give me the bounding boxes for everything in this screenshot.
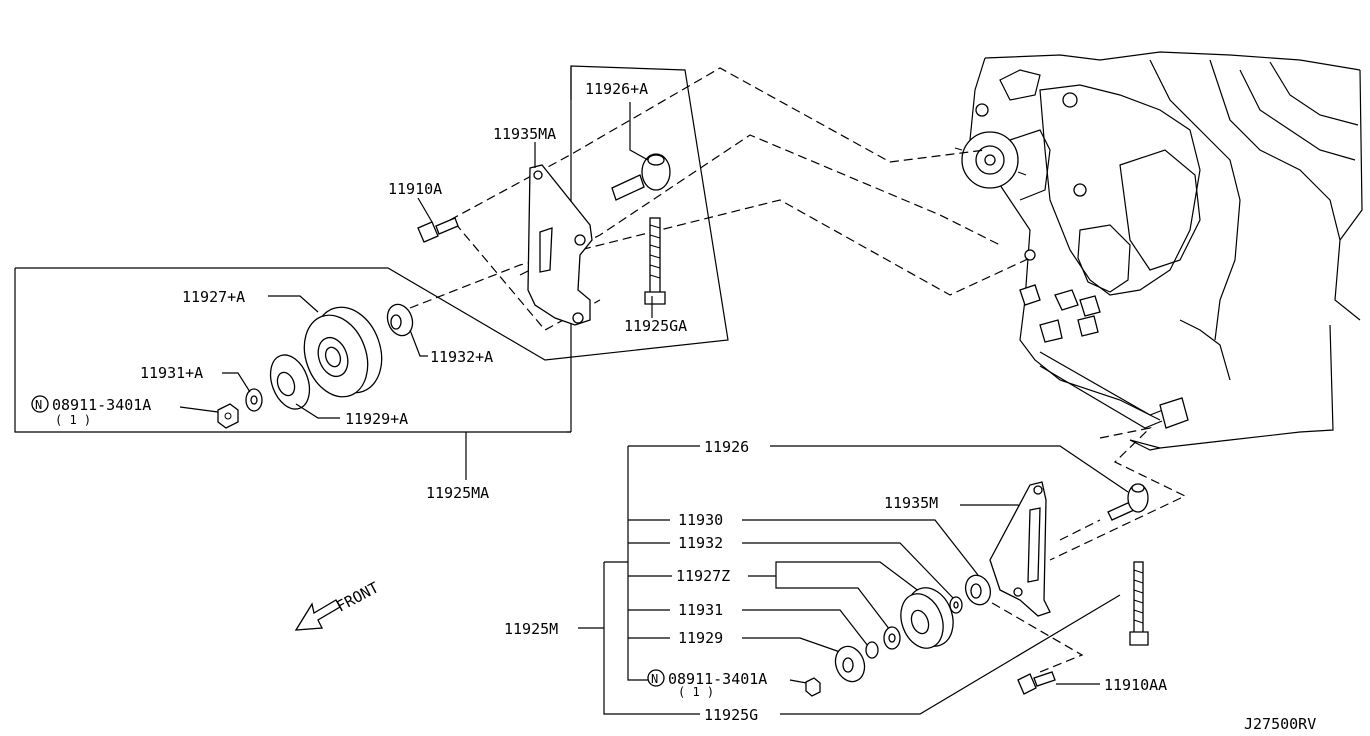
label-nut-code-upper: N — [35, 398, 42, 412]
label-11935M: 11935M — [884, 494, 938, 512]
engine-hub — [954, 129, 1051, 201]
label-11925M: 11925M — [504, 620, 558, 638]
stud-11926 — [1107, 483, 1149, 521]
long-bolt-11925G — [1129, 561, 1149, 646]
lower-assembly: 11926 11935M 11930 11932 11927Z 11931 11… — [504, 427, 1187, 724]
label-11910AA: 11910AA — [1104, 676, 1167, 694]
nut-08911-lower — [805, 677, 821, 697]
washer-11931A — [245, 388, 263, 412]
plate-11930 — [964, 574, 992, 606]
label-11926: 11926 — [704, 438, 749, 456]
label-nut-code-lower: N — [651, 672, 658, 686]
label-11925GA: 11925GA — [624, 317, 687, 335]
label-11926A: 11926+A — [585, 80, 648, 98]
label-11910A: 11910A — [388, 180, 442, 198]
engine-block-illustration — [954, 51, 1363, 451]
washer-small — [865, 641, 879, 659]
label-nut-upper: 08911-3401A — [52, 396, 151, 414]
bracket-11935M — [989, 481, 1051, 617]
front-arrow: FRONT — [294, 578, 382, 631]
bracket-11935MA — [527, 164, 593, 326]
nut-code-circle-upper — [31, 395, 49, 413]
label-11929: 11929 — [678, 629, 723, 647]
label-11932A: 11932+A — [430, 348, 493, 366]
label-nut-lower: 08911-3401A — [668, 670, 767, 688]
upper-assembly: 11926+A 11935MA 11910A 11927+A 11932+A 1… — [14, 65, 1031, 502]
label-11930: 11930 — [678, 511, 723, 529]
label-nut-qty-lower: ( 1 ) — [678, 685, 714, 699]
label-11929A: 11929+A — [345, 410, 408, 428]
label-11935MA: 11935MA — [493, 125, 556, 143]
cover-11929A — [269, 354, 311, 410]
label-11932: 11932 — [678, 534, 723, 552]
long-bolt-11925GA — [644, 217, 666, 305]
label-11925MA: 11925MA — [426, 484, 489, 502]
spacer-11932 — [949, 596, 963, 614]
cover-11929 — [834, 645, 866, 683]
label-front: FRONT — [333, 578, 381, 615]
label-11925G: 11925G — [704, 706, 758, 724]
label-11931: 11931 — [678, 601, 723, 619]
bolt-11910AA — [1017, 671, 1056, 695]
label-11927A: 11927+A — [182, 288, 245, 306]
pulley-11927A — [303, 306, 383, 398]
nut-code-circle-lower — [647, 669, 665, 687]
stud-11926A — [611, 153, 671, 201]
label-11931A: 11931+A — [140, 364, 203, 382]
washer-11931 — [883, 626, 901, 650]
label-nut-qty-upper: ( 1 ) — [55, 413, 91, 427]
bolt-11910A — [417, 217, 459, 243]
diagram-id: J27500RV — [1244, 715, 1316, 733]
spacer-11932A — [386, 303, 414, 337]
nut-08911-upper — [217, 403, 239, 429]
pulley-11927Z — [900, 587, 954, 649]
label-11927Z: 11927Z — [676, 567, 730, 585]
